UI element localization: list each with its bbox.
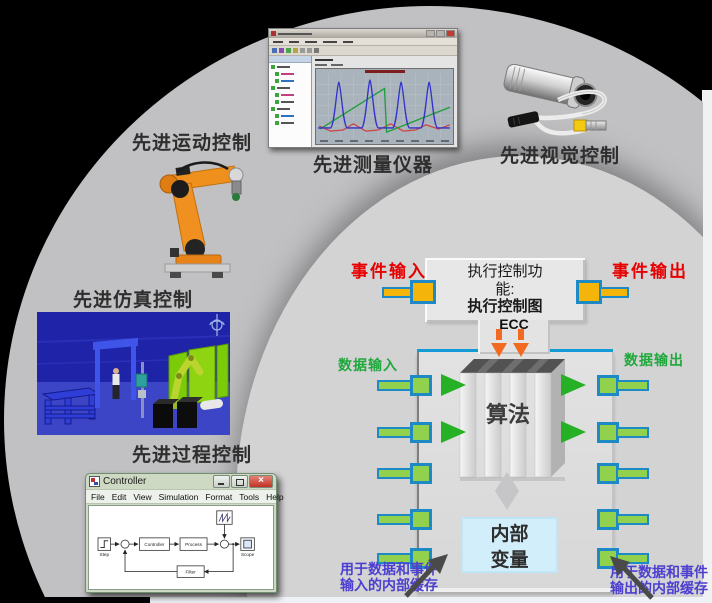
ecc-down-arrows	[491, 329, 529, 357]
event-input-connector	[410, 280, 436, 304]
controller-window: Controller File Edit View Simulation For…	[85, 473, 284, 593]
event-output-label: 事件输出	[612, 262, 688, 281]
execution-control-box	[425, 258, 585, 322]
measurement-title-text	[278, 32, 312, 35]
event-input-label: 事件输入	[351, 262, 427, 281]
controller-titlebar[interactable]: Controller	[86, 474, 276, 489]
close-button[interactable]	[249, 475, 273, 488]
data-input-connector	[410, 509, 432, 530]
data-output-bar	[616, 427, 649, 438]
menu-item-file[interactable]: File	[91, 491, 105, 502]
data-input-bar	[377, 468, 414, 479]
menu-item-view[interactable]: View	[133, 491, 152, 502]
execution-control-text: 执行控制功 能: 执行控制图	[467, 263, 543, 315]
white-strip-bottom	[150, 596, 712, 603]
data-input-bar	[377, 514, 414, 525]
plot-title	[316, 69, 453, 74]
algorithm-label: 算法	[485, 402, 530, 427]
data-flow-arrow	[441, 421, 466, 443]
data-input-connector	[410, 422, 432, 443]
menu-item-format[interactable]: Format	[205, 491, 233, 502]
diamond-connector	[495, 472, 519, 510]
menu-item-simulation[interactable]: Simulation	[158, 491, 199, 502]
label-advanced-simulation-control: 先进仿真控制	[72, 290, 193, 311]
ecc-label: ECC	[499, 316, 529, 332]
data-input-connector	[410, 463, 432, 484]
waveform-plot	[315, 67, 454, 145]
data-flow-arrow	[561, 421, 586, 443]
data-output-bar	[616, 380, 649, 391]
event-output-connector	[576, 280, 602, 304]
measurement-window-buttons[interactable]	[426, 30, 455, 37]
controller-canvas[interactable]: Controller Process Filter Step Scope	[88, 505, 274, 590]
maximize-button[interactable]	[231, 475, 248, 488]
data-flow-arrow	[441, 374, 466, 396]
data-output-bar	[616, 468, 649, 479]
input-buffer-arrow	[404, 554, 448, 598]
data-input-bar	[377, 427, 414, 438]
measurement-app-icon	[271, 31, 276, 36]
controller-menubar: File Edit View Simulation Format Tools H…	[86, 489, 284, 504]
svg-text:Scope: Scope	[241, 552, 255, 557]
svg-text:Filter: Filter	[186, 570, 197, 575]
white-strip-right	[702, 90, 712, 603]
output-buffer-arrow	[610, 556, 654, 600]
signal-tree-panel[interactable]	[269, 56, 312, 147]
event-output-connector-bar	[599, 287, 629, 298]
data-output-label: 数据输出	[624, 352, 684, 368]
measurement-window	[268, 28, 458, 148]
algorithm-slabs	[459, 359, 565, 481]
measurement-toolbar[interactable]	[269, 46, 457, 56]
data-input-bar	[377, 380, 414, 391]
data-input-label: 数据输入	[338, 357, 398, 373]
measurement-titlebar[interactable]	[269, 29, 457, 38]
controller-title: Controller	[103, 476, 147, 487]
menu-item-tools[interactable]: Tools	[239, 491, 260, 502]
simulink-icon	[89, 476, 100, 487]
label-advanced-motion-control: 先进运动控制	[131, 133, 252, 154]
data-input-connector	[410, 548, 432, 569]
simulink-block-diagram: Controller Process Filter Step Scope	[97, 510, 255, 578]
data-output-bar	[616, 514, 649, 525]
plot-x-axis	[316, 138, 453, 144]
label-advanced-measurement: 先进测量仪器	[312, 155, 433, 176]
label-advanced-vision-control: 先进视觉控制	[499, 146, 620, 167]
menu-item-help[interactable]: Help	[266, 491, 284, 502]
plot-panel	[312, 56, 457, 147]
svg-text:Controller: Controller	[144, 542, 165, 547]
waveforms	[316, 73, 453, 138]
measurement-menubar[interactable]	[269, 38, 457, 46]
label-advanced-process-control: 先进过程控制	[131, 445, 252, 466]
simulation-scene-image	[37, 312, 230, 435]
execution-control-tab	[478, 320, 550, 354]
robot-arm-image	[159, 161, 244, 278]
minimize-button[interactable]	[213, 475, 230, 488]
svg-text:Process: Process	[185, 542, 202, 547]
internal-variables-box: 内部 变量	[461, 517, 558, 573]
data-flow-arrow	[561, 374, 586, 396]
measurement-body	[269, 56, 457, 147]
menu-item-edit[interactable]: Edit	[111, 491, 127, 502]
camera-image	[503, 63, 607, 136]
data-input-connector	[410, 375, 432, 396]
svg-text:Step: Step	[100, 552, 110, 557]
